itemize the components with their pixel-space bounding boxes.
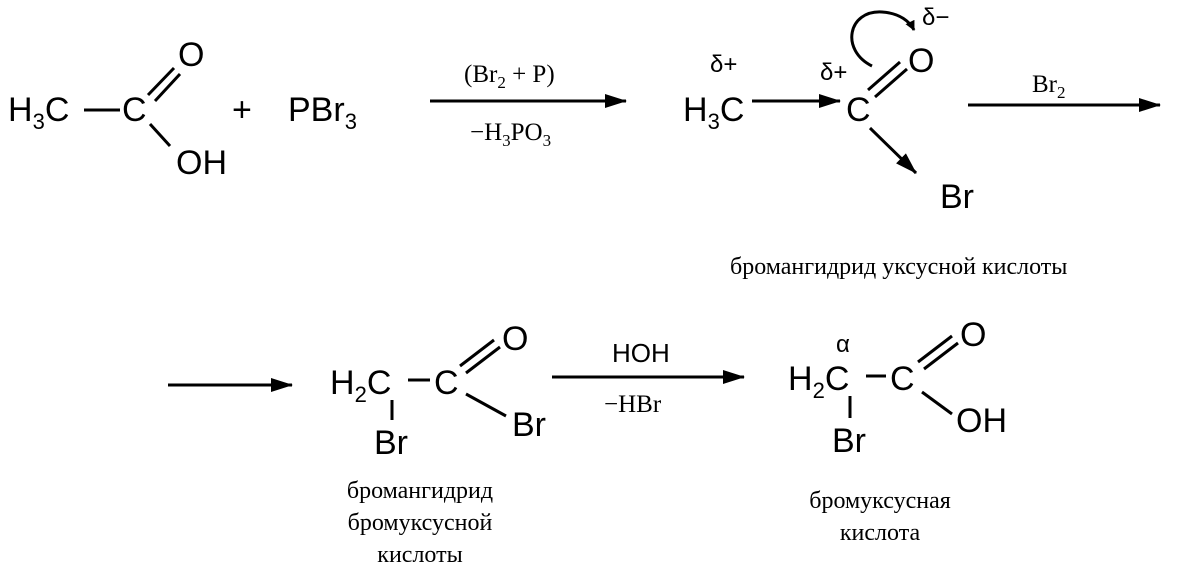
plus-sign: + <box>232 91 252 129</box>
c-o-double-bond-b <box>874 67 908 99</box>
bromine-atom: Br <box>940 178 974 216</box>
arrow2-reagent: Br2 <box>1032 71 1066 102</box>
arrow1-reagents: (Br2 + P) <box>464 61 555 92</box>
carboxyl-carbon: C <box>890 360 915 398</box>
h2c-group: H2C <box>788 360 849 403</box>
caption-acetyl-bromide: бромангидрид уксусной кислоты <box>730 254 1067 280</box>
reaction-arrow-2: Br2 <box>968 71 1161 112</box>
carbonyl-carbon: C <box>846 91 871 129</box>
h2c-group: H2C <box>330 364 391 407</box>
electron-shift-curved-arrow <box>850 10 916 68</box>
h3c-group: H3C <box>8 91 69 134</box>
reaction-arrow-3: HOH −HBr <box>552 338 745 418</box>
carbonyl-oxygen: O <box>960 316 986 354</box>
c-o-double-bond-a <box>917 334 953 364</box>
alpha-bromine: Br <box>374 424 408 462</box>
caption-line-1: бромангидрид <box>347 478 493 504</box>
reaction-arrow-1: (Br2 + P) −H3PO3 <box>430 61 627 150</box>
c-oh-bond <box>148 122 172 148</box>
delta-plus-methyl: δ+ <box>710 51 737 78</box>
h3c-group: H3C <box>683 91 744 134</box>
arrow3-reagent: HOH <box>612 338 670 368</box>
hydroxyl-group: OH <box>956 402 1007 440</box>
carbonyl-oxygen: O <box>908 42 934 80</box>
c-o-double-bond-a <box>146 66 176 97</box>
c-o-double-bond-b <box>923 341 959 371</box>
phosphorus-tribromide: PBr3 <box>288 91 357 134</box>
carbonyl-carbon: C <box>434 364 459 402</box>
arrow1-byproduct: −H3PO3 <box>470 119 551 150</box>
alpha-bromine: Br <box>832 422 866 460</box>
c-br-polar-bond-arrow <box>868 126 918 175</box>
hydroxyl-group: OH <box>176 144 227 182</box>
carbonyl-carbon: C <box>122 91 147 129</box>
delta-plus-carbon: δ+ <box>820 59 847 86</box>
acyl-bromine: Br <box>512 406 546 444</box>
c-oh-bond <box>921 390 953 416</box>
caption-line-3: кислоты <box>377 542 462 568</box>
c-o-double-bond-a <box>867 60 901 92</box>
c-o-double-bond-b <box>153 72 182 103</box>
c-o-double-bond-a <box>459 338 495 368</box>
carbonyl-oxygen: O <box>502 320 528 358</box>
bromoacetyl-bromide: H2C C O Br Br бромангидрид бромуксусной … <box>330 320 546 568</box>
caption-line-2: бромуксусной <box>348 510 493 536</box>
c-br-bond <box>465 392 507 418</box>
c-o-double-bond-b <box>465 345 501 375</box>
bromoacetic-acid: α H2C C O OH Br бромуксусная кислота <box>788 316 1007 546</box>
carbonyl-oxygen: O <box>178 36 204 74</box>
acetyl-bromide: δ+ H3C δ+ C O δ− Br бромангидрид уксусно… <box>683 4 1067 280</box>
caption-line-2: кислота <box>840 520 921 546</box>
acetic-acid: H3C C O OH <box>8 36 227 182</box>
delta-minus-oxygen: δ− <box>922 4 949 31</box>
caption-line-1: бромуксусная <box>809 488 951 514</box>
alpha-label: α <box>836 331 850 358</box>
arrow3-byproduct: −HBr <box>604 391 662 418</box>
